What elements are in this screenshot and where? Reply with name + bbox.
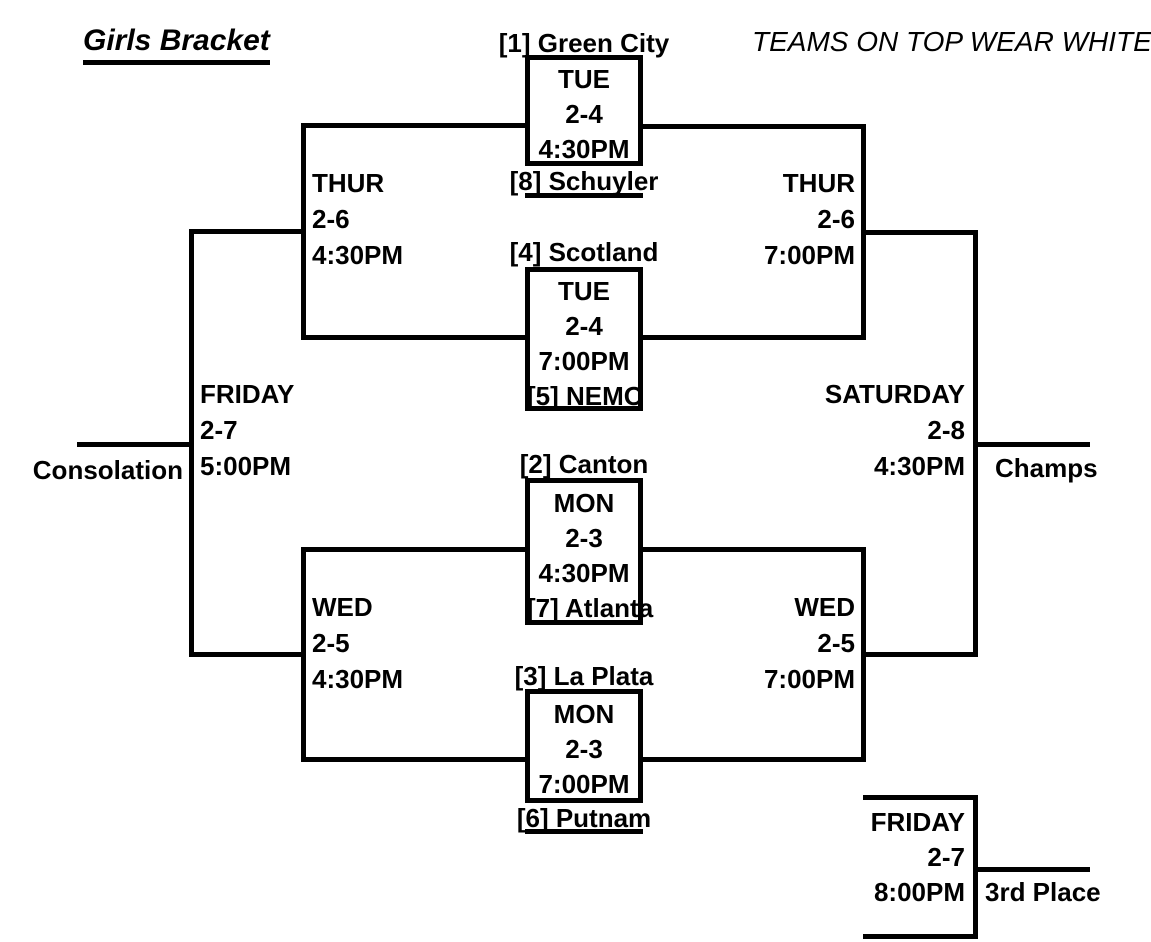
game3-schedule: MON 2-3 4:30PM [7] Atlanta: [527, 486, 654, 626]
game3-date: 2-3: [565, 523, 603, 553]
semi-top-right-day: THUR: [782, 168, 855, 198]
bracket-line-game3-right: [640, 547, 863, 552]
game3-time: 4:30PM: [538, 558, 630, 588]
game1-date: 2-4: [565, 99, 603, 129]
game1-time: 4:30PM: [538, 134, 630, 164]
team-seed2: [2] Canton: [519, 449, 649, 479]
semi-bottom-right-day: WED: [794, 592, 855, 622]
bracket-line-semi-bottom-left: [301, 547, 306, 762]
game2-time: 7:00PM: [538, 346, 630, 376]
third-place-day: FRIDAY: [870, 807, 965, 837]
page-title: Girls Bracket: [83, 24, 270, 65]
bracket-line-semi-top-left-out: [189, 229, 303, 234]
game1-box: [525, 55, 643, 166]
semi-top-left-time: 4:30PM: [312, 240, 404, 270]
game1-day: TUE: [558, 64, 610, 94]
team-seed5: [5] NEMO: [527, 381, 644, 411]
game4-date: 2-3: [565, 734, 603, 764]
team-seed1: [1] Green City: [498, 28, 670, 58]
bracket-line-game2-left: [303, 335, 527, 340]
consolation-day: FRIDAY: [200, 379, 295, 409]
bracket-line-third-top: [863, 795, 975, 800]
championship-time: 4:30PM: [873, 451, 965, 481]
bracket-line-game1-left: [303, 123, 527, 128]
bracket-line-game1-right: [640, 124, 863, 129]
team-seed3: [3] La Plata: [514, 661, 654, 691]
bracket-line-semi-bottom-right-out: [863, 652, 975, 657]
team-seed7: [7] Atlanta: [527, 593, 654, 623]
game4-schedule: MON 2-3 7:00PM: [527, 697, 641, 802]
semi-bottom-left-date: 2-5: [312, 628, 350, 658]
team-seed6: [6] Putnam: [516, 803, 652, 833]
championship-day: SATURDAY: [824, 379, 965, 409]
third-place-schedule: FRIDAY 2-7 8:00PM: [715, 805, 965, 910]
game2-schedule: TUE 2-4 7:00PM [5] NEMO: [527, 274, 644, 414]
bracket-line-third-bottom: [863, 934, 975, 939]
consolation-time: 5:00PM: [200, 451, 292, 481]
bracket-line-semi-bottom-left-out: [189, 652, 303, 657]
bracket-line-consolation-vertical: [189, 229, 194, 657]
game1-schedule: TUE 2-4 4:30PM: [527, 62, 641, 167]
game2-date: 2-4: [565, 311, 603, 341]
game2-box: [525, 267, 643, 411]
semi-top-left-day: THUR: [312, 168, 385, 198]
champs-label: Champs: [995, 453, 1098, 483]
semi-top-left-schedule: THUR 2-6 4:30PM: [312, 165, 403, 273]
third-place-time: 8:00PM: [873, 877, 965, 907]
game3-day: MON: [553, 488, 615, 518]
bracket-line-champs-out: [975, 442, 1090, 447]
third-place-date: 2-7: [927, 842, 965, 872]
game4-box: [525, 689, 643, 803]
putnam-underline: [525, 829, 643, 834]
bracket-line-game2-right: [640, 335, 863, 340]
championship-date: 2-8: [927, 415, 965, 445]
game3-box: [525, 478, 643, 625]
bracket-line-game4-left: [303, 757, 527, 762]
bracket-line-game3-left: [303, 547, 527, 552]
team-seed8: [8] Schuyler: [509, 166, 659, 196]
bracket-line-semi-top-left: [301, 123, 306, 340]
semi-bottom-left-time: 4:30PM: [312, 664, 404, 694]
semi-top-right-date: 2-6: [817, 204, 855, 234]
consolation-label: Consolation: [32, 455, 183, 485]
schuyler-underline: [525, 193, 643, 198]
semi-bottom-right-date: 2-5: [817, 628, 855, 658]
uniform-note: TEAMS ON TOP WEAR WHITE: [752, 26, 1151, 57]
semi-top-right-time: 7:00PM: [763, 240, 855, 270]
game4-time: 7:00PM: [538, 769, 630, 799]
semi-top-right-schedule: THUR 2-6 7:00PM: [655, 165, 855, 273]
semi-bottom-left-day: WED: [312, 592, 373, 622]
semi-top-left-date: 2-6: [312, 204, 350, 234]
bracket-line-semi-top-right-out: [863, 230, 975, 235]
championship-schedule: SATURDAY 2-8 4:30PM: [705, 376, 965, 484]
team-seed4: [4] Scotland: [509, 237, 659, 267]
consolation-schedule: FRIDAY 2-7 5:00PM: [200, 376, 294, 484]
third-place-label: 3rd Place: [985, 877, 1101, 907]
game4-day: MON: [553, 699, 615, 729]
semi-bottom-left-schedule: WED 2-5 4:30PM: [312, 589, 403, 697]
semi-bottom-right-time: 7:00PM: [763, 664, 855, 694]
consolation-date: 2-7: [200, 415, 238, 445]
bracket-line-consolation-out: [77, 442, 191, 447]
bracket-line-third-out: [975, 867, 1090, 872]
game2-day: TUE: [558, 276, 610, 306]
semi-bottom-right-schedule: WED 2-5 7:00PM: [655, 589, 855, 697]
bracket-line-game4-right: [640, 757, 863, 762]
